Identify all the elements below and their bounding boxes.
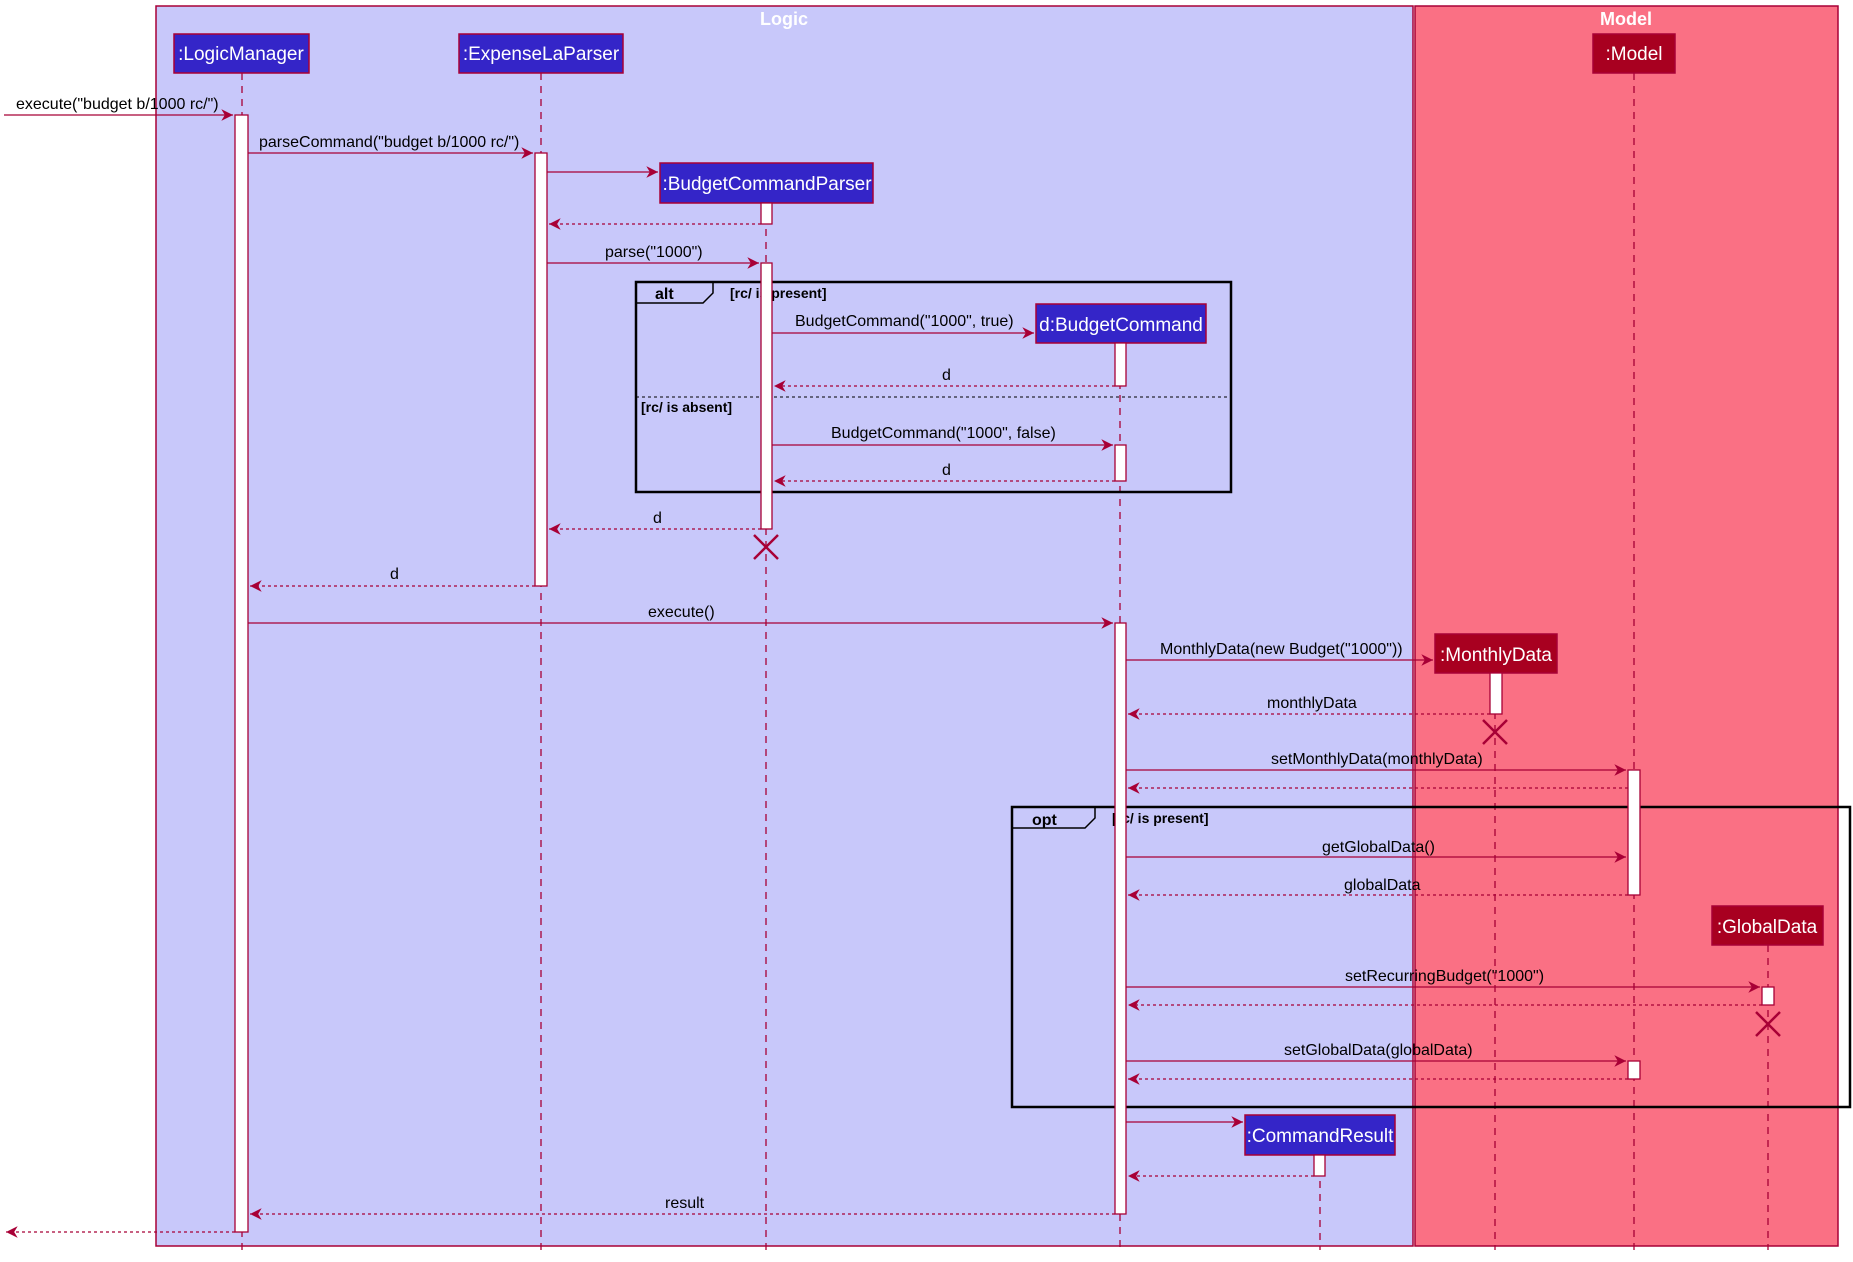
label-monthly-return: monthlyData <box>1267 695 1357 712</box>
label-monthly-ctor: MonthlyData(new Budget("1000")) <box>1160 641 1403 658</box>
label-global-return: globalData <box>1344 877 1421 894</box>
label-execute: execute() <box>648 604 715 621</box>
activation-budget-parser-create <box>760 202 773 225</box>
participant-budget-parser: :BudgetCommandParser <box>662 174 872 195</box>
label-execute-input: execute("budget b/1000 rc/") <box>16 96 219 113</box>
participant-global-data-box <box>1711 905 1824 946</box>
destroy-budget-parser <box>753 534 779 560</box>
label-set-monthly: setMonthlyData(monthlyData) <box>1271 751 1483 768</box>
participant-global-data: :GlobalData <box>1717 917 1818 938</box>
activation-global-data <box>1761 986 1775 1006</box>
opt-frame <box>1010 805 1852 1109</box>
destroy-global-data <box>1755 1011 1781 1037</box>
participant-logic-manager: :LogicManager <box>178 44 304 65</box>
model-group-title: Model <box>1600 9 1652 29</box>
activation-model-1 <box>1627 769 1641 896</box>
model-group <box>1414 5 1839 1247</box>
participant-model: :Model <box>1605 44 1662 65</box>
opt-guard: [rc/ is present] <box>1112 810 1208 826</box>
label-get-global: getGlobalData() <box>1322 839 1435 856</box>
activation-command-result <box>1313 1154 1326 1177</box>
activation-budget-command-2 <box>1114 444 1127 482</box>
participant-parser: :ExpenseLaParser <box>463 44 620 65</box>
logic-group <box>155 5 1414 1247</box>
opt-frame-tab <box>1012 806 1096 829</box>
logic-group-title: Logic <box>760 9 808 29</box>
label-set-global: setGlobalData(globalData) <box>1284 1042 1473 1059</box>
label-parse: parse("1000") <box>605 244 703 261</box>
alt-guard-absent: [rc/ is absent] <box>641 399 732 415</box>
alt-frame-label: alt <box>655 286 674 303</box>
alt-frame-tab <box>636 281 714 304</box>
alt-guard-present: [rc/ is present] <box>730 285 826 301</box>
label-return-d2: d <box>942 462 951 479</box>
activation-monthly-data <box>1489 672 1503 715</box>
label-result: result <box>665 1195 705 1212</box>
destroy-monthly-data <box>1482 719 1508 745</box>
participant-monthly-data-box <box>1434 633 1558 674</box>
participant-monthly-data: :MonthlyData <box>1440 645 1552 666</box>
label-budget-false: BudgetCommand("1000", false) <box>831 425 1056 442</box>
label-set-recurring: setRecurringBudget("1000") <box>1345 968 1544 985</box>
alt-frame <box>634 280 1233 494</box>
participant-command-result: :CommandResult <box>1247 1126 1394 1147</box>
label-return-d4: d <box>390 566 399 583</box>
participant-model-box <box>1592 33 1676 74</box>
participant-budget-command-box <box>1035 303 1207 344</box>
label-parse-command: parseCommand("budget b/1000 rc/") <box>259 134 519 151</box>
label-return-d1: d <box>942 367 951 384</box>
activation-budget-command-1 <box>1114 342 1127 387</box>
participant-parser-box <box>458 33 624 74</box>
activation-parser <box>534 152 548 587</box>
participant-budget-command: d:BudgetCommand <box>1039 315 1203 336</box>
opt-frame-label: opt <box>1032 812 1058 829</box>
activation-budget-parser-parse <box>760 262 773 530</box>
participant-logic-manager-box <box>173 33 310 74</box>
activation-budget-command-execute <box>1114 622 1127 1215</box>
label-budget-true: BudgetCommand("1000", true) <box>795 313 1014 330</box>
activation-logic-manager <box>234 114 249 1233</box>
activation-model-2 <box>1627 1060 1641 1080</box>
label-return-d3: d <box>653 510 662 527</box>
participant-budget-parser-box <box>659 162 874 204</box>
